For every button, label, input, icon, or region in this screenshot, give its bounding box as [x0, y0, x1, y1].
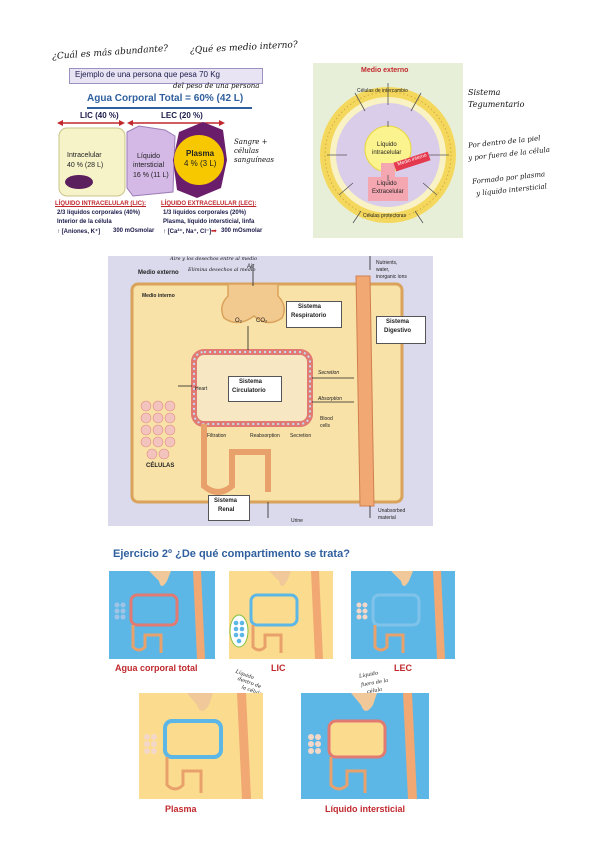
compartments-graphic: [57, 120, 227, 198]
thumb-plasma: [139, 693, 263, 799]
exchange-cells-label: Células de intercambio: [357, 88, 408, 94]
reabsorption-label: Reabsorption: [250, 433, 280, 439]
lec-bullet-2: Plasma, líquido intersticial, linfa: [163, 219, 255, 225]
respiratory-label-2: Respiratorio: [291, 313, 327, 319]
interstitial-label-2: intersticial: [133, 162, 165, 169]
note-integumentary-2: Tegumentario: [468, 100, 525, 109]
thumb-interstitial: [301, 693, 429, 799]
lec-bullet-1: 1/3 líquidos corporales (20%): [163, 210, 247, 216]
note-cells: células: [234, 147, 259, 155]
slide-systems-diagram: Medio externo Medio interno Air O₂ CO₂ S…: [108, 256, 433, 526]
intracellular-label: Intracelular: [67, 152, 102, 159]
note-formed-by-2: y líquido intersticial: [475, 182, 548, 198]
respiratory-box: [286, 301, 342, 328]
slide-exercise: Ejercicio 2º ¿De qué compartimento se tr…: [95, 542, 465, 822]
blood-cells-label-2: cells: [320, 423, 331, 429]
note-question-abundant: ¿Cuál es más abundante?: [51, 43, 169, 63]
label-interstitial: Líquido intersticial: [325, 804, 406, 814]
example-box: [69, 68, 263, 84]
extracellular-fluid-label-2: Extracelular: [372, 189, 404, 195]
circulatory-box: [228, 376, 282, 402]
nutrients-label-1: Nutrients,: [376, 260, 398, 266]
nutrients-label-3: inorganic ions: [376, 274, 407, 280]
respiratory-label-1: Sistema: [298, 304, 322, 310]
slide-external-medium: Medio externo Células de intercambio Líq…: [313, 63, 463, 238]
lic-bullet-2: Interior de la célula: [57, 219, 112, 225]
lic-osmolarity: 300 mOsmolar: [113, 228, 155, 234]
absorption-label: Absorption: [318, 396, 342, 402]
medio-externo-title: Medio externo: [361, 67, 409, 74]
slide-body-water: Ejemplo de una persona que pesa 70 Kg de…: [53, 62, 280, 242]
note-blood: Sangre +: [234, 138, 268, 146]
co2-label: CO₂: [256, 318, 268, 324]
note-air-waste: Aire y los desechos entre al medio: [170, 256, 258, 262]
label-lic: LIC: [271, 663, 286, 673]
digestive-label-1: Sistema: [386, 319, 410, 325]
lic-title: LÍQUIDO INTRACELULAR (LIC):: [55, 201, 146, 207]
interstitial-pct: 16 % (11 L): [133, 172, 169, 179]
note-integumentary-1: Sistema: [468, 88, 501, 97]
thumb-lec: [351, 571, 455, 659]
blood-cells-label-1: Blood: [320, 416, 333, 422]
unabsorbed-label-1: Unabsorbed: [378, 508, 406, 514]
medium-rings-graphic: [320, 83, 456, 224]
internal-medium-label: Medio interno: [142, 293, 175, 299]
lic-bullet-1: 2/3 líquidos corporales (40%): [57, 210, 141, 216]
protective-cells-label: Células protectoras: [363, 213, 407, 219]
filtration-label: Filtration: [207, 433, 227, 439]
lec-arrow: ➡: [211, 228, 217, 235]
note-question-internal-medium: ¿Qué es medio interno?: [189, 40, 298, 56]
renal-box: [208, 495, 250, 521]
label-total-water: Agua corporal total: [115, 663, 198, 673]
cells-label: CÉLULAS: [146, 463, 175, 469]
label-plasma: Plasma: [165, 804, 197, 814]
note-eliminates-waste: Elimina desechos al medio: [188, 267, 256, 273]
interstitial-label-1: Líquido: [137, 153, 160, 160]
air-label: Air: [247, 264, 255, 270]
label-lec: LEC: [394, 663, 412, 673]
example-text: Ejemplo de una persona que pesa 70 Kg: [75, 70, 220, 79]
secretion-renal-label: Secretion: [290, 433, 312, 439]
thumb-lic: [229, 571, 333, 659]
note-blood-cells: sanguíneas: [234, 156, 274, 164]
nutrients-label-2: water,: [376, 267, 390, 273]
o2-label: O₂: [235, 318, 242, 324]
intracellular-pct: 40 % (28 L): [67, 162, 104, 169]
plasma-pct: 4 % (3 L): [184, 159, 217, 168]
thumb-total-water: [109, 571, 215, 659]
digestive-box: [376, 316, 426, 344]
heart-label: Heart: [195, 386, 208, 392]
note-lec-1: Líquido: [358, 670, 379, 680]
urine-label: Urine: [291, 518, 303, 524]
note-weight: del peso de una persona: [173, 82, 260, 90]
external-medium-label: Medio externo: [138, 270, 179, 276]
extracellular-fluid-label-1: Líquido: [377, 181, 397, 187]
plasma-label: Plasma: [186, 149, 215, 158]
renal-label-2: Renal: [218, 507, 235, 513]
renal-label-1: Sistema: [214, 498, 238, 504]
secretion-label: Secretion: [318, 370, 340, 376]
intracellular-fluid-label-2: intracelular: [372, 150, 402, 156]
lec-header: LEC (20 %): [161, 111, 203, 120]
circulatory-label-2: Circulatorio: [232, 388, 266, 394]
circulatory-label-1: Sistema: [239, 379, 263, 385]
lec-title: LÍQUIDO EXTRACELULAR (LEC):: [161, 201, 257, 207]
digestive-label-2: Digestivo: [384, 328, 412, 334]
intracellular-fluid-label-1: Líquido: [377, 142, 397, 148]
total-water-text: Agua Corporal Total = 60% (42 L): [87, 93, 244, 104]
unabsorbed-label-2: material: [378, 515, 396, 521]
exercise-title: Ejercicio 2º ¿De qué compartimento se tr…: [113, 548, 350, 560]
lec-osmolarity: 300 mOsmolar: [221, 228, 263, 234]
lic-header: LIC (40 %): [80, 111, 119, 120]
note-lec-2: fuera de la: [360, 677, 389, 689]
lec-bullet-3: ↑ [Ca²⁺, Na⁺, Cl⁻]: [163, 229, 212, 235]
divider-line: [87, 107, 252, 109]
lic-bullet-3: ↑ [Aniones, K⁺]: [57, 229, 101, 235]
